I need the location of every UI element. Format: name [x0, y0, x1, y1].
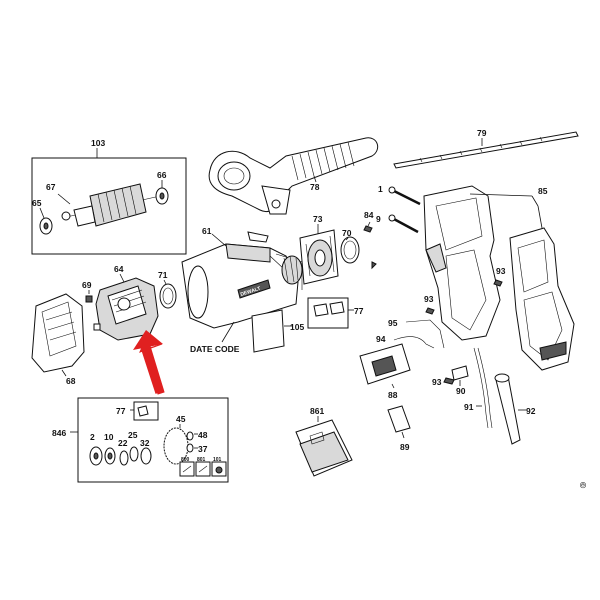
gear-housing-61: DEWALT 61: [181, 226, 303, 329]
screw-93-group: 93 93 93: [424, 266, 506, 387]
side-handle-78: 78: [208, 137, 379, 215]
ring-71: 71: [158, 270, 177, 309]
brush-box: [307, 297, 349, 329]
part-37: 37: [186, 443, 208, 454]
bearing-66: [155, 187, 169, 205]
clutch-assembly-73: 73: [299, 214, 377, 285]
depth-rod-79: 79: [393, 128, 579, 169]
field-stator-64: 64: [95, 264, 159, 341]
callout-91: 91: [464, 402, 474, 412]
chuck-kit-846: 846 77 2 10 22 25 32: [52, 397, 229, 483]
callout-77-kit: 77: [116, 406, 126, 416]
cable-94: 94: [376, 334, 435, 349]
switch-88: 88: [359, 343, 411, 400]
clamp-90: 90: [451, 365, 469, 396]
callout-9: 9: [376, 214, 381, 224]
screw-9: 9: [376, 214, 419, 234]
callout-846: 846: [52, 428, 66, 438]
callout-861: 861: [310, 406, 324, 416]
callout-2: 2: [90, 432, 95, 442]
callout-93-b: 93: [424, 294, 434, 304]
date-code-label-group: DATE CODE: [190, 321, 240, 354]
washer-2: 2: [89, 432, 103, 466]
packet-800: 800: [179, 457, 195, 477]
pin-69: 69: [82, 280, 101, 331]
callout-105: 105: [290, 322, 304, 332]
callout-69: 69: [82, 280, 92, 290]
main-housing-85: 85: [423, 185, 575, 371]
ring-70: 70: [340, 228, 360, 264]
date-code-label: DATE CODE: [190, 344, 240, 354]
callout-1: 1: [378, 184, 383, 194]
callout-95: 95: [388, 318, 398, 328]
kit-brush-box: [133, 401, 159, 421]
callout-93-a: 93: [496, 266, 506, 276]
armature-part: [61, 183, 147, 227]
callout-800: 800: [181, 457, 190, 463]
callout-801: 801: [197, 457, 206, 463]
cord-91: 91: [464, 347, 493, 429]
callout-45: 45: [176, 414, 186, 424]
washer-10: 10: [104, 432, 116, 465]
callout-32: 32: [140, 438, 150, 448]
kit-box: [77, 397, 229, 483]
callout-70: 70: [342, 228, 352, 238]
callout-48: 48: [198, 430, 208, 440]
bearing-65: [39, 217, 53, 235]
callout-73: 73: [313, 214, 323, 224]
callout-79: 79: [477, 128, 487, 138]
copyright-mark: ©: [578, 482, 588, 489]
cord-protector-92: 92: [494, 373, 536, 445]
label-plate-105: 105: [251, 309, 304, 353]
washer-25: 25: [128, 430, 139, 462]
callout-71: 71: [158, 270, 168, 280]
packet-101: 101: [211, 457, 227, 477]
callout-66: 66: [157, 170, 167, 180]
armature-box: [31, 157, 187, 255]
part-48: 48: [186, 430, 208, 441]
part-89: 89: [387, 405, 411, 452]
callout-88: 88: [388, 390, 398, 400]
brush-holder-77: 77: [307, 297, 364, 329]
callout-22: 22: [118, 438, 128, 448]
armature-assembly-group: 103 67 66 65: [31, 138, 187, 255]
callout-68: 68: [66, 376, 76, 386]
packet-801: 801: [195, 457, 211, 477]
callout-89: 89: [400, 442, 410, 452]
callout-101: 101: [213, 457, 222, 463]
wire-95: 95: [388, 318, 445, 349]
end-cap-68: 68: [31, 293, 85, 386]
callout-103: 103: [91, 138, 105, 148]
callout-77: 77: [354, 306, 364, 316]
callout-85: 85: [538, 186, 548, 196]
callout-90: 90: [456, 386, 466, 396]
callout-65: 65: [32, 198, 42, 208]
callout-93-c: 93: [432, 377, 442, 387]
callout-25: 25: [128, 430, 138, 440]
callout-64: 64: [114, 264, 124, 274]
carry-case-861: 861: [295, 406, 353, 477]
washer-32: 32: [140, 438, 152, 465]
callout-92: 92: [526, 406, 536, 416]
screw-1: 1: [378, 184, 421, 206]
screw-84: 84: [363, 210, 374, 233]
callout-67: 67: [46, 182, 56, 192]
callout-84: 84: [364, 210, 374, 220]
callout-61: 61: [202, 226, 212, 236]
callout-10: 10: [104, 432, 114, 442]
callout-94: 94: [376, 334, 386, 344]
callout-37: 37: [198, 444, 208, 454]
washer-22: 22: [118, 438, 129, 466]
highlight-arrow: [133, 330, 165, 395]
callout-78: 78: [310, 182, 320, 192]
